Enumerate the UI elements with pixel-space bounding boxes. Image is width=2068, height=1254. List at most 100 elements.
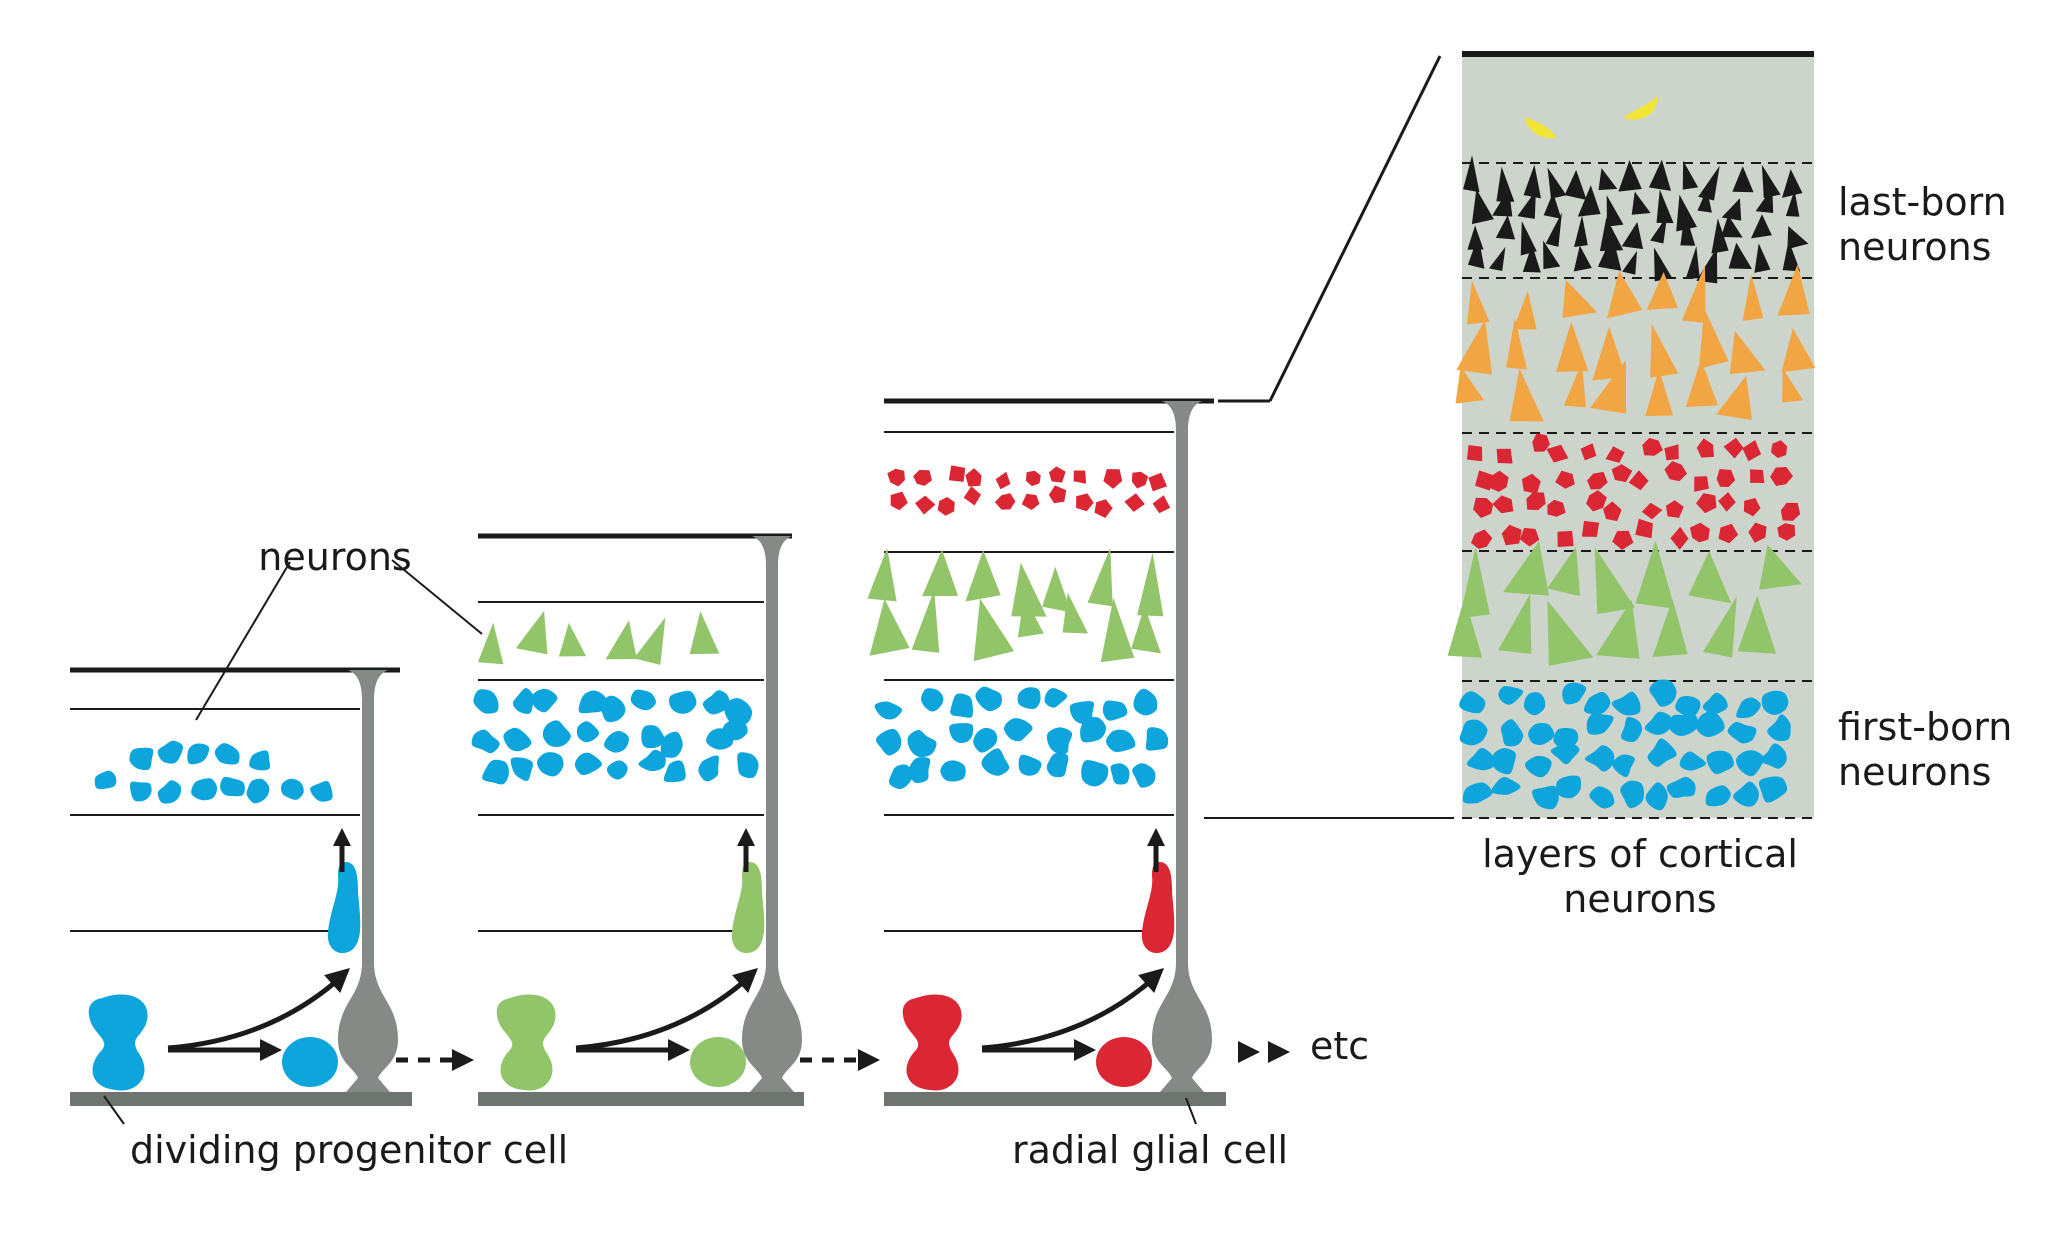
- neuron-blob: [482, 759, 509, 785]
- neuron-blob: [1647, 738, 1677, 767]
- neuron-triangle: [1699, 308, 1729, 369]
- neuron-blob: [1705, 785, 1731, 807]
- migration-arrow-head: [333, 828, 351, 846]
- neuron-blob: [973, 727, 998, 753]
- neuron-blob: [578, 690, 607, 714]
- division-arrow-head: [260, 1039, 282, 1061]
- migrating-neuron: [1141, 862, 1175, 954]
- neurons-label: neurons: [258, 535, 412, 579]
- neuron-triangle: [1755, 187, 1774, 214]
- neuron-polygon: [1094, 499, 1113, 518]
- neuron-polygon: [1103, 469, 1123, 489]
- neuron-blob: [214, 743, 240, 765]
- neuron-blob: [130, 781, 152, 802]
- neuron-triangle: [1471, 189, 1494, 225]
- neuron-blob: [1459, 691, 1486, 714]
- neuron-polygon: [994, 493, 1016, 510]
- neuron-blob: [1761, 690, 1789, 715]
- neuron-polygon: [1750, 469, 1765, 483]
- neuron-triangle: [1564, 169, 1587, 201]
- neuron-polygon: [1152, 495, 1171, 514]
- neuron-triangle: [1573, 245, 1592, 272]
- neuron-polygon: [1471, 529, 1493, 549]
- neuron-polygon: [1492, 495, 1514, 514]
- neuron-triangle: [1645, 369, 1674, 417]
- neuron-blob: [940, 760, 966, 782]
- neuron-polygon: [1546, 444, 1569, 463]
- neuron-polygon: [963, 486, 981, 506]
- neuron-blob: [1081, 760, 1109, 787]
- yellow-cell: [1525, 117, 1556, 139]
- neuron-blob: [280, 778, 304, 800]
- neuron-polygon: [915, 495, 936, 515]
- neuron-polygon: [948, 465, 966, 482]
- neuron-triangle: [1759, 544, 1802, 590]
- ventricular-surface: [884, 1092, 1226, 1106]
- neuron-triangle: [1682, 160, 1699, 190]
- neuron-triangle: [1517, 190, 1536, 219]
- neuron-blob: [1046, 752, 1069, 778]
- neuron-triangle: [1513, 290, 1537, 330]
- neuron-polygon: [1131, 471, 1149, 489]
- neuron-triangle: [1599, 217, 1624, 252]
- neuron-blob: [949, 723, 974, 744]
- neuron-triangle: [1648, 159, 1672, 191]
- neuron-polygon: [1718, 523, 1739, 544]
- neuron-triangle: [1042, 566, 1072, 613]
- daughter-cell: [690, 1037, 746, 1087]
- neuron-blob: [1760, 743, 1787, 769]
- neuron-triangle: [1556, 321, 1589, 372]
- neuron-triangle: [1577, 185, 1601, 217]
- neuron-triangle: [689, 611, 720, 655]
- neuron-blob: [473, 689, 499, 714]
- neuron-blob: [1145, 727, 1169, 751]
- neuron-polygon: [1021, 493, 1040, 510]
- neuron-blob: [1459, 719, 1488, 746]
- neuron-triangle: [1646, 272, 1678, 310]
- neuron-blob: [641, 725, 665, 749]
- neuron-triangle: [1680, 211, 1696, 246]
- neuron-polygon: [1467, 445, 1483, 462]
- neuron-blob: [1562, 682, 1587, 705]
- neuron-blob: [1589, 786, 1615, 809]
- neuron-polygon: [1718, 492, 1736, 512]
- neuron-blob: [1666, 776, 1696, 798]
- neuron-polygon: [913, 469, 932, 486]
- neuron-polygon: [887, 468, 905, 487]
- migration-curve-arrow-head: [1138, 968, 1164, 993]
- migration-curve-arrow: [167, 976, 342, 1051]
- etc-label: etc: [1310, 1024, 1370, 1068]
- division-arrow-head: [668, 1039, 690, 1061]
- progression-arrow-head: [452, 1049, 474, 1071]
- neuron-polygon: [1780, 502, 1801, 521]
- last-born-label-line2: neurons: [1838, 225, 1992, 269]
- neuron-polygon: [1473, 497, 1494, 518]
- neuron-triangle: [1785, 190, 1800, 217]
- neuron-blob: [1110, 763, 1130, 785]
- neuron-polygon: [995, 471, 1011, 490]
- daughter-cell: [282, 1037, 338, 1087]
- neuron-triangle: [1562, 279, 1598, 318]
- ventricular-surface: [478, 1092, 804, 1106]
- division-arrow-head: [1074, 1039, 1096, 1061]
- neuron-blob: [1586, 713, 1614, 735]
- migration-arrow-head: [1147, 828, 1165, 846]
- neuron-blob: [1611, 691, 1641, 716]
- neuron-blob: [638, 749, 666, 772]
- migration-curve-arrow: [575, 976, 750, 1051]
- neuron-triangle: [1522, 244, 1541, 273]
- neuron-blob: [187, 743, 210, 765]
- neuron-polygon: [1580, 443, 1597, 461]
- migration-curve-arrow-head: [324, 968, 350, 993]
- neuron-blob: [981, 748, 1010, 776]
- neuron-blob: [1550, 742, 1580, 765]
- radial-glial-cell: [1152, 401, 1212, 1092]
- neuron-blob: [191, 778, 218, 801]
- layers-label-line2: neurons: [1563, 877, 1717, 921]
- first-born-label-line2: neurons: [1838, 750, 1992, 794]
- neuron-blob: [1492, 748, 1516, 775]
- neuron-blob: [503, 727, 532, 752]
- neuron-triangle: [1681, 265, 1706, 323]
- neuron-triangle: [1782, 169, 1803, 198]
